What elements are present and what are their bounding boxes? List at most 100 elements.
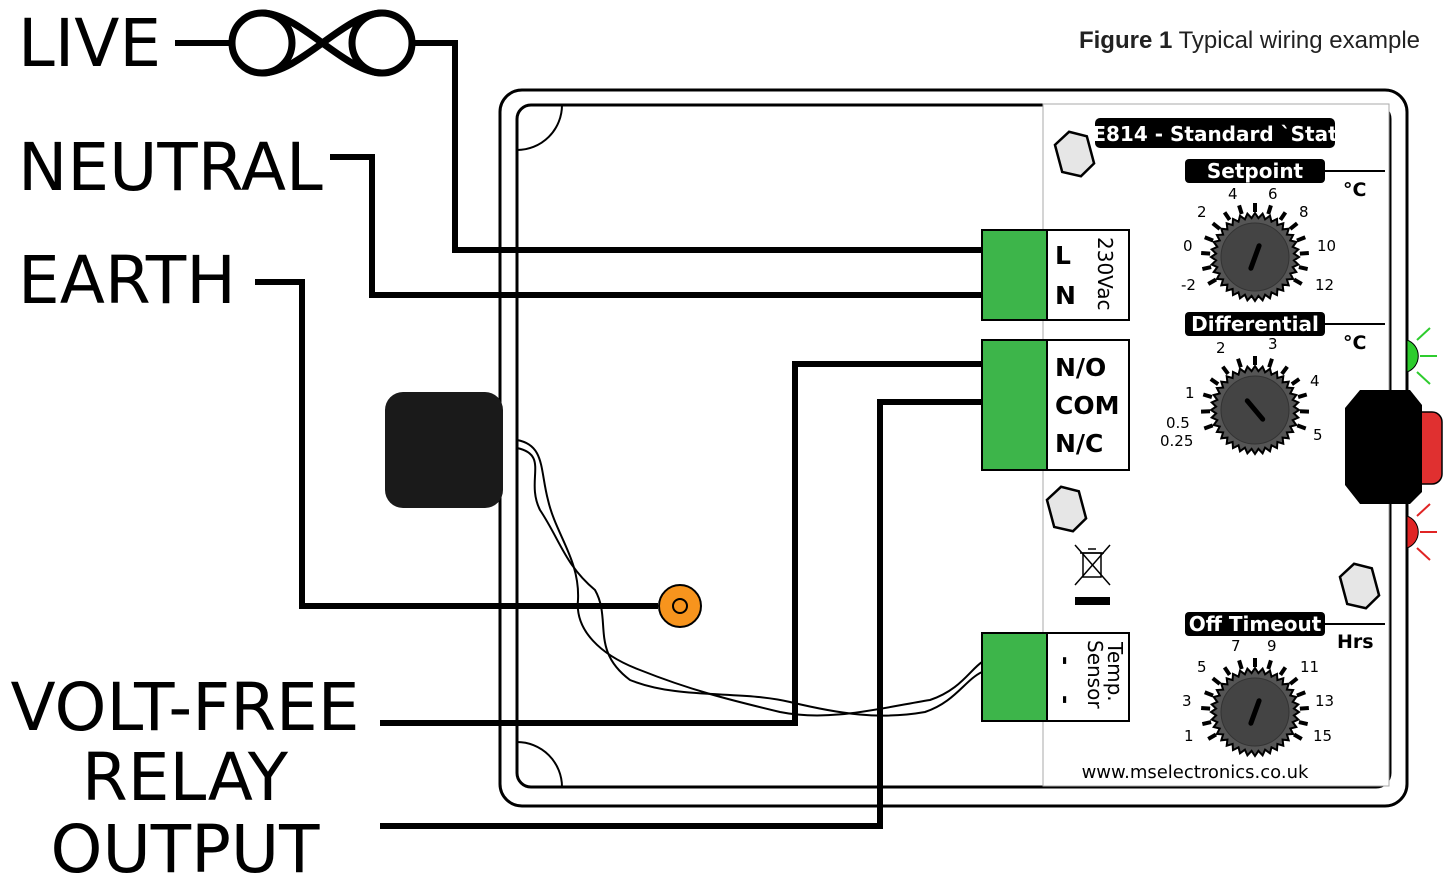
dial-tick-mark	[1292, 732, 1303, 741]
off-timeout-tick: 5	[1197, 658, 1207, 676]
label-earth: EARTH	[18, 242, 236, 319]
setpoint-header: Setpoint	[1207, 159, 1304, 183]
differential-knob	[1200, 356, 1310, 456]
dial-tick-mark	[1201, 705, 1211, 711]
dial-tick-mark	[1296, 690, 1306, 698]
off-timeout-tick: 7	[1231, 637, 1241, 655]
sensor-terminal-2: -	[1052, 695, 1077, 704]
fuse-icon	[228, 9, 416, 77]
wire-neutral	[330, 154, 982, 298]
dial-tick-mark	[1298, 265, 1309, 271]
green-led	[1406, 327, 1437, 385]
dial-tick-mark	[1204, 235, 1214, 243]
setpoint-tick: 12	[1315, 276, 1334, 294]
dial-tick-mark	[1267, 358, 1274, 368]
setpoint-header-bg	[1185, 159, 1325, 183]
setpoint-tick: -2	[1181, 276, 1196, 294]
reset-button[interactable]	[1345, 390, 1443, 504]
setpoint-unit: °C	[1343, 179, 1366, 201]
setpoint-knob	[1201, 203, 1309, 303]
dial-tick-mark	[1296, 235, 1306, 243]
cable-gland	[385, 392, 503, 508]
setpoint-tick: 4	[1228, 185, 1238, 203]
dial-tick-mark	[1201, 720, 1212, 726]
dial-tick-mark	[1266, 204, 1273, 215]
dial-tick-mark	[1237, 204, 1244, 215]
terminal-block-supply: L N 230Vac	[981, 229, 1130, 321]
off-timeout-header: Off Timeout	[1189, 612, 1322, 636]
weee-bin-icon	[1074, 544, 1111, 605]
dial-tick-mark	[1209, 377, 1220, 386]
off-timeout-unit: Hrs	[1337, 631, 1374, 653]
differential-tick: 5	[1313, 426, 1323, 444]
wire-live	[412, 40, 982, 253]
device-title-bg	[1095, 118, 1335, 148]
figure-caption: Figure 1 Typical wiring example	[1079, 27, 1420, 54]
dial-tick-mark	[1290, 377, 1301, 386]
dial-tick-mark	[1292, 277, 1303, 286]
terminal-block-sensor: Temp. Sensor - -	[981, 632, 1130, 722]
dial-setpoint: Setpoint °C -2 0 2 4 6 8 10 12	[1181, 159, 1385, 303]
wire-relay-com	[380, 399, 982, 829]
dial-tick-mark	[1266, 659, 1273, 670]
off-timeout-knob	[1201, 658, 1309, 758]
supply-voltage-label: 230Vac	[1093, 237, 1117, 311]
hex-screw-icon	[1053, 130, 1096, 178]
corner-arc-tl	[516, 104, 563, 151]
off-timeout-header-bg	[1185, 612, 1325, 636]
differential-tick: 0.25	[1160, 432, 1193, 450]
corner-arc-bl	[516, 741, 563, 788]
setpoint-tick: 8	[1299, 203, 1309, 221]
device-title: E814 - Standard `Stat	[1092, 122, 1338, 146]
dial-tick-mark	[1288, 676, 1299, 686]
dial-tick-mark	[1278, 666, 1288, 676]
knob-pointer	[1248, 698, 1262, 726]
hex-screw-icon	[1338, 562, 1381, 610]
dial-tick-mark	[1222, 666, 1232, 676]
setpoint-tick: 2	[1197, 203, 1207, 221]
sensor-terminal-1: -	[1052, 656, 1077, 665]
sensor-twisted-pair	[516, 439, 983, 717]
off-timeout-tick: 13	[1315, 692, 1334, 710]
differential-tick: 4	[1310, 372, 1320, 390]
setpoint-tick: 0	[1183, 237, 1193, 255]
terminal-block-relay: N/O COM N/C	[981, 339, 1130, 471]
dial-tick-mark	[1211, 221, 1222, 231]
dial-tick-mark	[1201, 265, 1212, 271]
setpoint-tick: 10	[1317, 237, 1336, 255]
red-led	[1406, 503, 1437, 561]
dial-tick-mark	[1288, 221, 1299, 231]
dial-tick-mark	[1299, 705, 1309, 711]
differential-tick: 2	[1216, 339, 1226, 357]
label-neutral: NEUTRAL	[18, 129, 323, 206]
dial-tick-mark	[1236, 358, 1243, 368]
dial-tick-mark	[1203, 423, 1214, 431]
wire-relay-no	[380, 361, 982, 726]
dial-tick-mark	[1202, 392, 1213, 400]
off-timeout-tick: 1	[1184, 727, 1194, 745]
knob-pointer	[1244, 398, 1266, 422]
dial-off-timeout: Off Timeout Hrs 1 3 5 7 9 11 13 15	[1182, 612, 1385, 758]
dial-tick-mark	[1296, 423, 1307, 431]
setpoint-tick: 6	[1268, 185, 1278, 203]
off-timeout-tick: 15	[1313, 727, 1332, 745]
hex-screw-icon	[1045, 485, 1088, 533]
differential-unit: °C	[1343, 332, 1366, 354]
website-url: www.mselectronics.co.uk	[1082, 762, 1309, 783]
differential-header: Differential	[1191, 312, 1319, 336]
dial-tick-mark	[1278, 211, 1288, 221]
dial-tick-mark	[1207, 277, 1218, 286]
dial-tick-mark	[1204, 690, 1214, 698]
label-volt-free: VOLT-FREE	[11, 669, 360, 746]
label-output: OUTPUT	[51, 811, 321, 878]
dial-tick-mark	[1222, 211, 1232, 221]
dial-tick-mark	[1221, 365, 1230, 376]
figure-caption-text: Typical wiring example	[1179, 27, 1420, 54]
dial-tick-mark	[1299, 250, 1309, 256]
earth-stud	[658, 584, 702, 628]
terminal-nc: N/C	[1055, 429, 1103, 458]
sensor-label-temp: Temp.	[1103, 641, 1127, 702]
dial-tick-mark	[1298, 720, 1309, 726]
terminal-com: COM	[1055, 391, 1119, 420]
